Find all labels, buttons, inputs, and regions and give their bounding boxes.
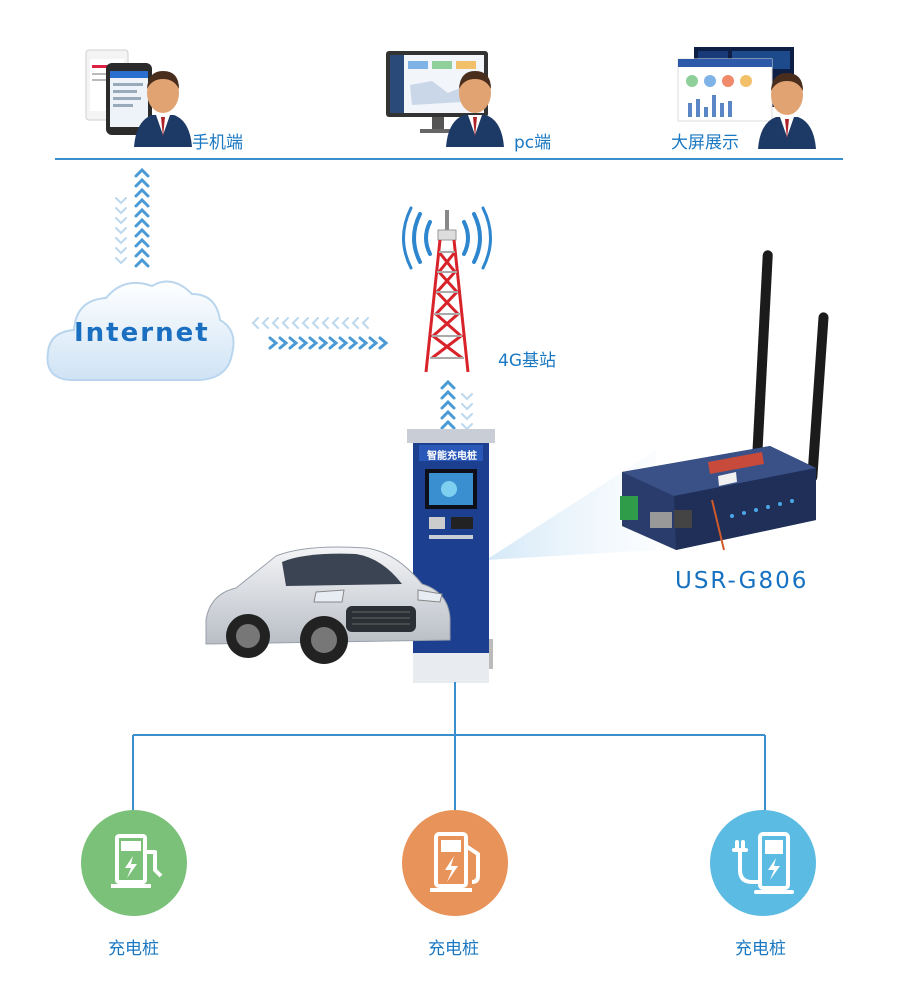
router-device-icon	[620, 250, 829, 551]
cell-tower-icon	[402, 206, 492, 373]
charger-label-3: 充电桩	[735, 939, 786, 959]
big-screen-client	[676, 45, 821, 149]
charger-circle	[402, 810, 508, 916]
charger-circle	[710, 810, 816, 916]
person-icon	[758, 73, 816, 149]
internet-uplink-arrows	[115, 168, 150, 268]
charging-kiosk-icon	[407, 429, 495, 683]
pc-client	[382, 45, 507, 147]
top-divider	[55, 158, 843, 160]
charger-node-3	[710, 810, 816, 916]
charger-label-2: 充电桩	[428, 939, 479, 959]
plug-charger-icon	[732, 832, 794, 894]
car-icon	[205, 546, 451, 664]
mobile-client	[82, 45, 192, 147]
charger-label-1: 充电桩	[108, 939, 159, 959]
person-icon	[446, 71, 504, 147]
internet-cloud-icon	[46, 280, 235, 381]
tower-label: 4G基站	[498, 351, 556, 371]
person-icon	[134, 71, 192, 147]
phone-icon	[85, 49, 152, 135]
pc-label: pc端	[514, 133, 552, 153]
internet-label: Internet	[74, 318, 210, 348]
charger-node-1	[81, 810, 187, 916]
router-model-label: USR-G806	[675, 568, 809, 594]
router-link-beam	[486, 450, 656, 560]
fuel-charger-icon	[430, 832, 480, 892]
charger-node-2	[402, 810, 508, 916]
kiosk-title: 智能充电桩	[427, 451, 477, 462]
big-screen-label: 大屏展示	[671, 133, 739, 153]
distribution-lines	[132, 682, 766, 815]
mobile-label: 手机端	[192, 133, 243, 153]
charging-station-icon	[111, 834, 163, 888]
internet-tower-arrows	[251, 317, 389, 350]
charger-circle	[81, 810, 187, 916]
